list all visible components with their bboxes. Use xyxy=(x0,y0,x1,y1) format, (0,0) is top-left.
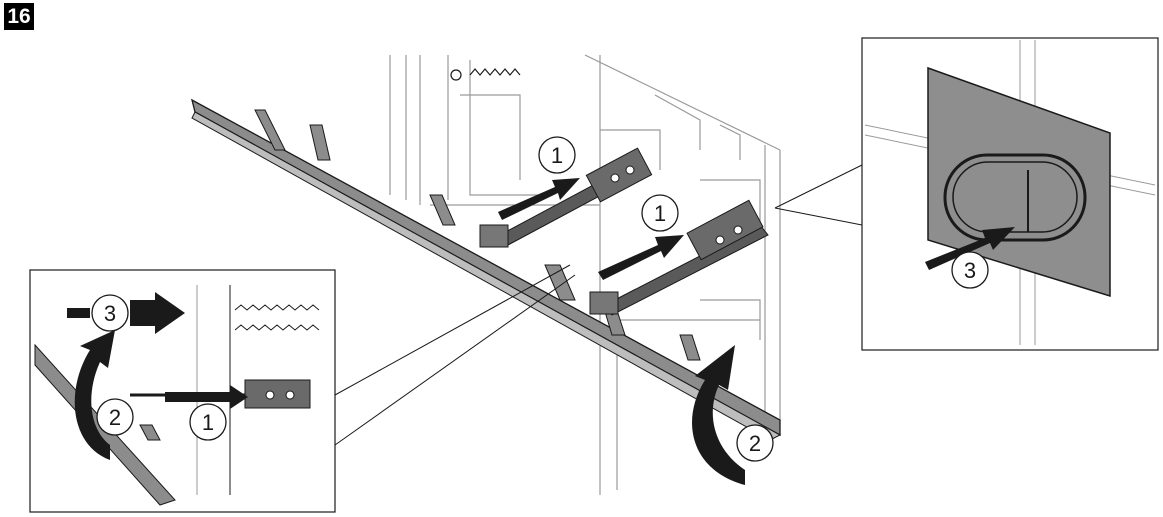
step-number-badge: 16 xyxy=(4,3,34,30)
push-arrow-upper xyxy=(498,178,580,220)
callout-detail-push: 1 xyxy=(202,410,214,435)
spring-top xyxy=(450,68,521,81)
plate-press-arrow xyxy=(925,227,1015,270)
callout-main-push-upper: 1 xyxy=(551,143,563,168)
detail-rotate-arrow xyxy=(74,330,115,460)
detail-push-arrow xyxy=(165,385,248,409)
callout-detail-rotate: 2 xyxy=(109,405,121,430)
callout-plate-press: 3 xyxy=(964,258,976,283)
installation-frame xyxy=(389,54,781,495)
callout-main-rotate: 2 xyxy=(749,431,761,456)
detail-slide-arrow-head xyxy=(130,292,185,334)
callout-main-push-lower: 1 xyxy=(654,201,666,226)
detail-slide-arrow xyxy=(67,308,90,318)
rotate-arrow-main xyxy=(692,345,745,485)
detail-box-plate xyxy=(861,37,1159,351)
detail-leader-lines xyxy=(334,164,863,446)
actuator-rod-upper xyxy=(479,147,653,248)
push-arrow-lower xyxy=(598,235,684,280)
callout-detail-slide: 3 xyxy=(104,301,116,326)
actuator-rod-lower xyxy=(589,199,769,316)
front-panel xyxy=(191,98,782,441)
